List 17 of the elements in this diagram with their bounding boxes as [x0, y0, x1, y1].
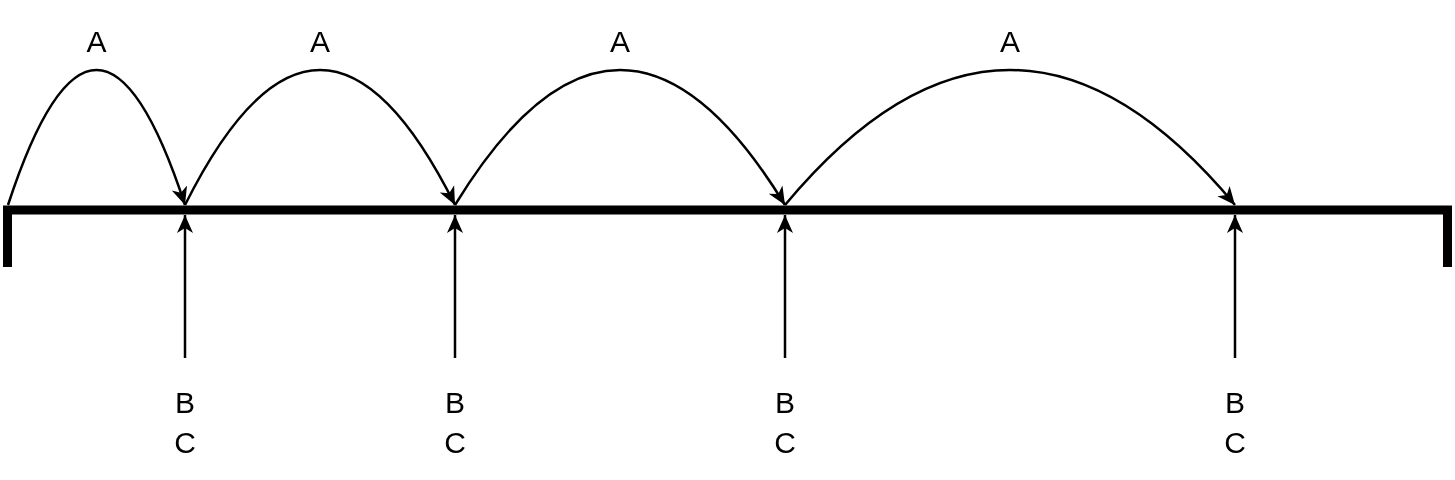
- arrow: [784, 69, 1236, 206]
- arrow: [453, 69, 787, 206]
- point-label: B: [1224, 385, 1246, 421]
- point-label: B: [174, 385, 196, 421]
- point-label: C: [443, 425, 467, 461]
- arrow: [1227, 215, 1243, 358]
- timeline-bar: [3, 205, 1452, 267]
- point-label: C: [773, 425, 797, 461]
- point-label: C: [1223, 425, 1247, 461]
- point-label: B: [444, 385, 466, 421]
- point-label: B: [774, 385, 796, 421]
- arrow: [6, 69, 187, 206]
- point-label: C: [173, 425, 197, 461]
- arrow: [447, 215, 463, 358]
- arrow: [177, 215, 193, 358]
- arrow: [777, 215, 793, 358]
- arrow: [183, 69, 457, 206]
